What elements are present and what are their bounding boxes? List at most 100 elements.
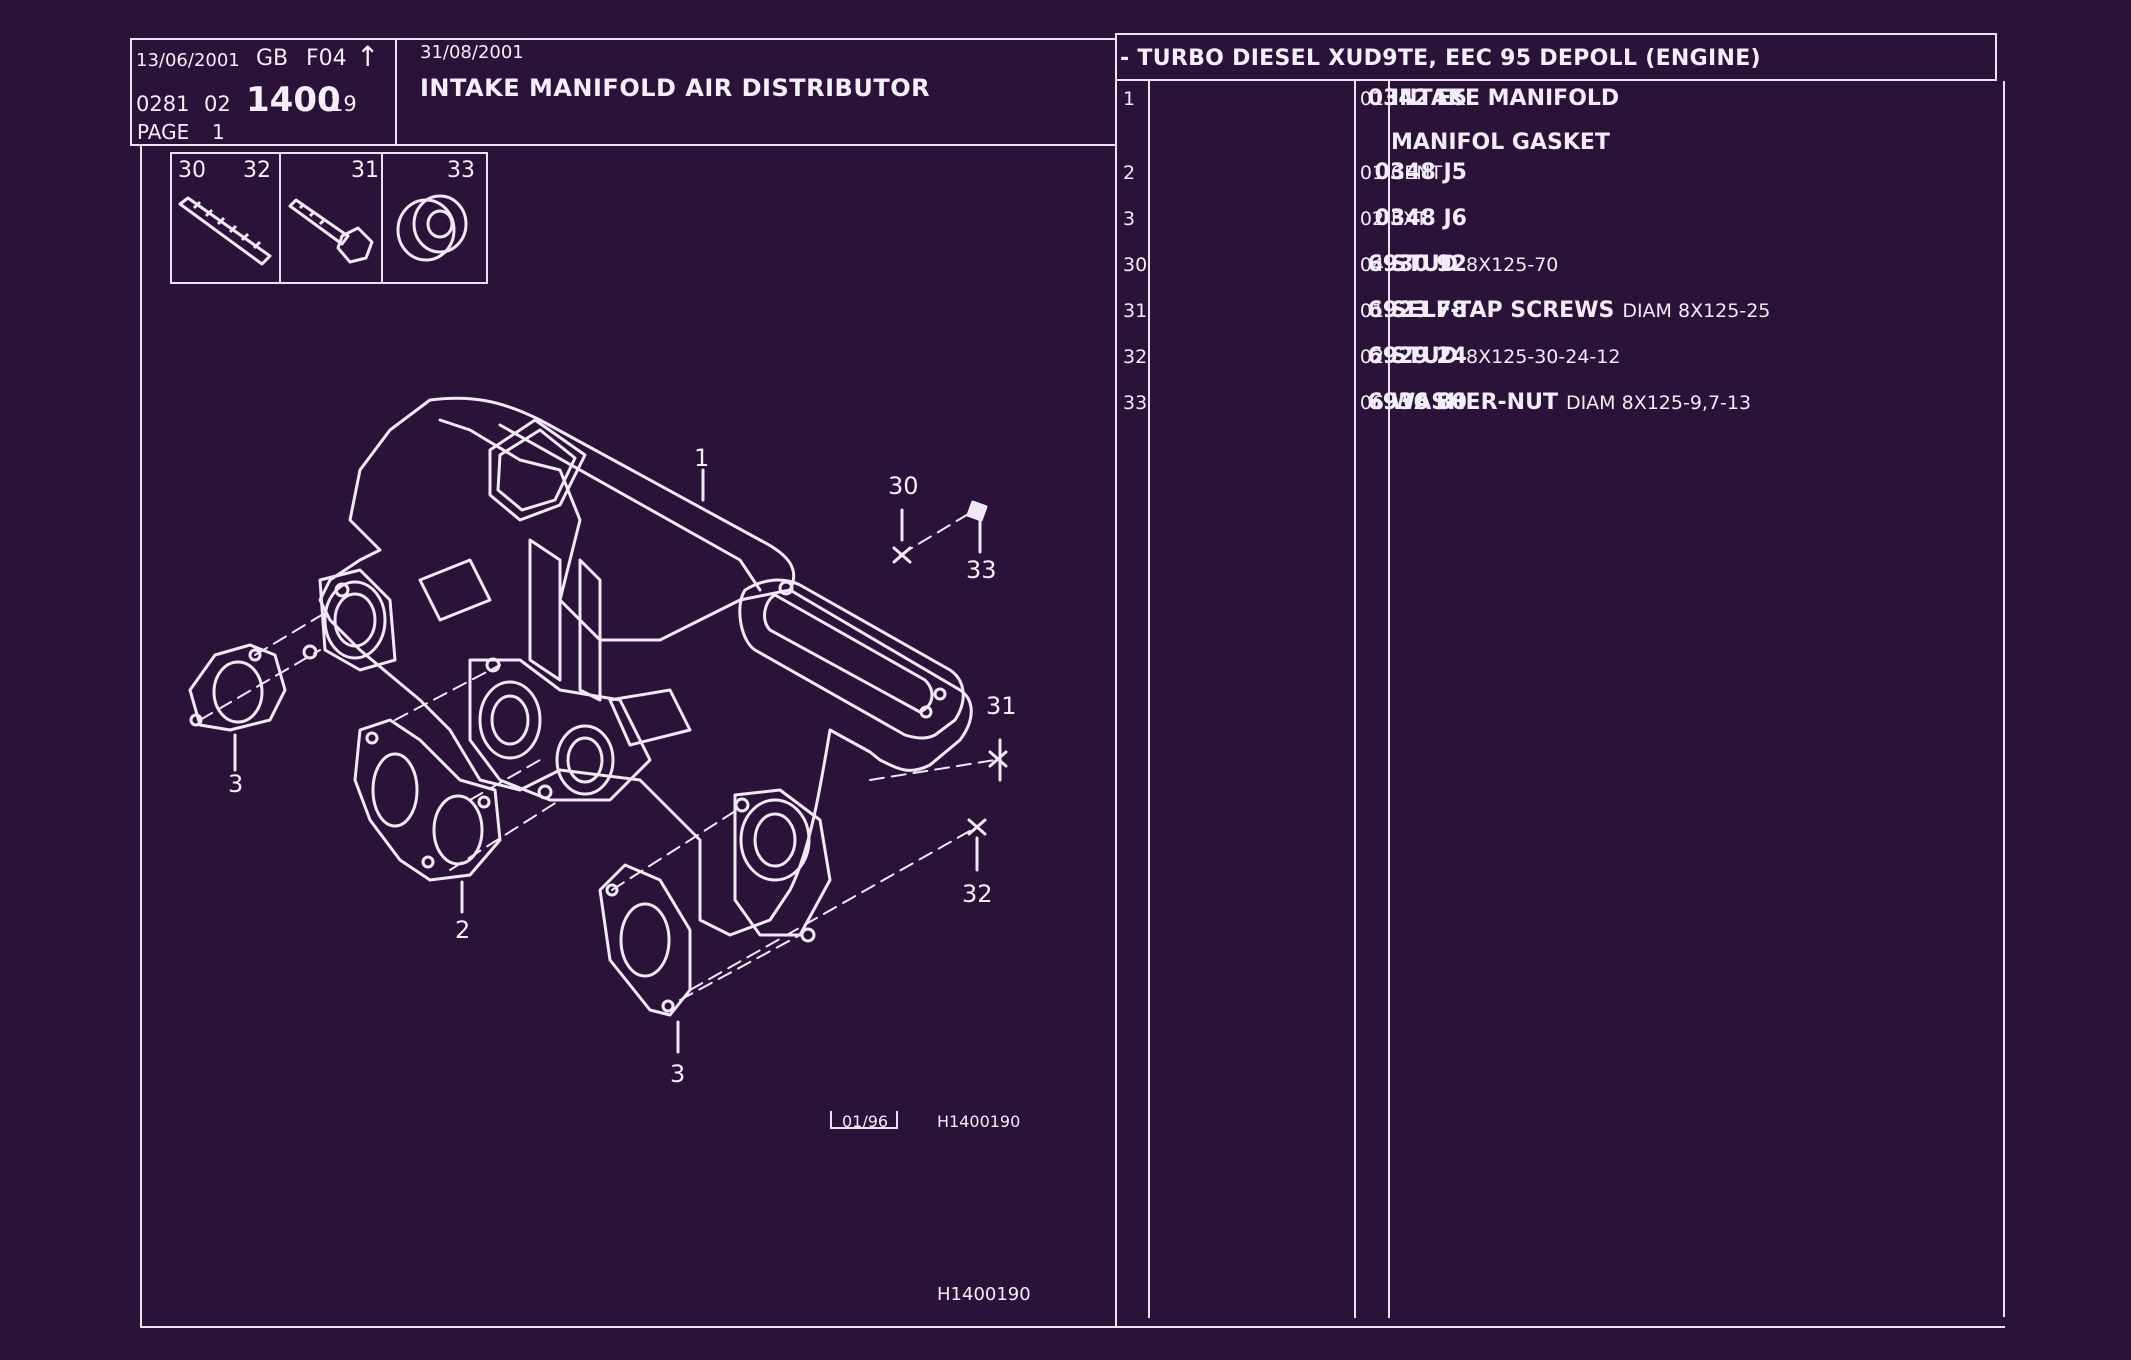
part-description: WASHER-NUT DIAM 8X125-9,7-13 [1391, 390, 1751, 415]
part-name: INTAKE MANIFOLD [1391, 86, 1620, 111]
list-item: 1 0342 E5 01 INTAKE MANIFOLD [1115, 86, 1995, 132]
callout-1: 1 [694, 444, 710, 472]
panel-divider [1115, 33, 1117, 1326]
throttle-flange [738, 578, 965, 740]
part-quantity: 01 [1359, 300, 1385, 322]
frame-bottom [140, 1326, 2005, 1328]
callout-33: 33 [966, 556, 997, 584]
drawing-ref: H1400190 [937, 1112, 1021, 1131]
part-quantity: 01 [1359, 162, 1385, 184]
gasket-center [353, 718, 502, 882]
list-item: 32 6929 24 02 STUD 8X125-30-24-12 [1115, 344, 1995, 390]
part-description: STUD 8X125-70 [1391, 252, 1558, 277]
thumb-label-30: 30 [178, 158, 206, 183]
part-number: 1 [1123, 88, 1136, 110]
callout-3-upper: 3 [228, 770, 244, 798]
header-bottom [130, 144, 1115, 146]
top-cover [488, 418, 587, 522]
part-reference: 6936 80 [1367, 390, 1467, 415]
part-name: MANIFOL GASKET [1391, 130, 1610, 155]
callout-30: 30 [888, 472, 919, 500]
page-label: PAGE [137, 120, 190, 144]
gasket-left [188, 643, 287, 732]
part-number: 2 [1123, 162, 1136, 184]
part-spec: CENT [1391, 162, 1443, 184]
arrow-up-icon: ↑ [356, 40, 380, 73]
ref-a: 0281 [136, 92, 190, 116]
part-name: WASHER-NUT [1391, 390, 1558, 415]
part-reference: 0342 E5 [1367, 86, 1467, 111]
part-description: MANIFOL GASKET [1391, 130, 1610, 155]
frame-right-lower [2003, 81, 2005, 1317]
list-item: 30 6930 92 04 STUD 8X125-70 [1115, 252, 1995, 298]
col-ref-divider [1354, 81, 1356, 1318]
part-description: SELF-TAP SCREWS DIAM 8X125-25 [1391, 298, 1770, 323]
manifold-drawing [188, 396, 1008, 1054]
callout-32: 32 [962, 880, 993, 908]
update-date: 31/08/2001 [420, 42, 524, 63]
right-header-bottom [1115, 79, 1995, 81]
part-spec: DIAM 8X125-25 [1622, 300, 1771, 322]
thumb-label-33: 33 [447, 158, 475, 183]
thumb-label-32: 32 [243, 158, 271, 183]
part-spec: 8X125-70 [1465, 254, 1559, 276]
list-item: 33 6936 80 06 WASHER-NUT DIAM 8X125-9,7-1… [1115, 390, 1995, 436]
catalogue-code: F04 [306, 46, 347, 71]
drawing-date: 01/96 [842, 1112, 889, 1131]
header-divider-1 [395, 38, 397, 146]
frame-top-left [130, 38, 1115, 40]
frame-top-right [1115, 33, 1995, 35]
language-code: GB [256, 46, 289, 71]
footer-ref: H1400190 [937, 1284, 1031, 1305]
part-reference: 6930 92 [1367, 252, 1467, 277]
ref-b: 02 [204, 92, 231, 116]
ref-c: 19 [330, 92, 357, 116]
group-number: 1400 [246, 80, 341, 120]
part-description: STUD 8X125-30-24-12 [1391, 344, 1620, 369]
part-description: INTAKE MANIFOLD [1391, 86, 1619, 111]
part-spec: 8X125-30-24-12 [1465, 346, 1621, 368]
part-quantity: 06 [1359, 392, 1385, 414]
date-box-frame [830, 1111, 898, 1129]
stud-icon [178, 196, 272, 266]
part-spec: EXT [1391, 208, 1428, 230]
page-number: 1 [212, 120, 225, 144]
callout-31: 31 [986, 692, 1017, 720]
part-reference: 0348 J6 [1374, 206, 1467, 231]
frame-left-lower [140, 146, 142, 1326]
part-reference: 6929 24 [1367, 344, 1467, 369]
gasket-bottom [598, 863, 692, 1017]
manifold-body [318, 396, 973, 937]
part-number: 3 [1123, 208, 1136, 230]
part-name: STUD [1391, 344, 1458, 369]
part-name: SELF-TAP SCREWS [1391, 298, 1615, 323]
frame-left [130, 38, 132, 146]
part-number: 31 [1123, 300, 1148, 322]
col-qty-divider [1388, 81, 1390, 1318]
application-title: - TURBO DIESEL XUD9TE, EEC 95 DEPOLL (EN… [1120, 46, 1761, 71]
part-spec: DIAM 8X125-9,7-13 [1565, 392, 1752, 414]
part-name: STUD [1391, 252, 1458, 277]
part-reference: 0348 J5 [1374, 160, 1467, 185]
screw-icon [288, 198, 374, 264]
frame-right [1995, 33, 1997, 81]
part-quantity: 02 [1359, 346, 1385, 368]
part-reference: 6923 78 [1367, 298, 1467, 323]
callout-3-lower: 3 [670, 1060, 686, 1088]
thumb-label-31: 31 [351, 158, 379, 183]
part-number: 32 [1123, 346, 1148, 368]
part-number: 30 [1123, 254, 1148, 276]
washer-nut-icon [396, 194, 468, 262]
list-item: 31 6923 78 01 SELF-TAP SCREWS DIAM 8X125-… [1115, 298, 1995, 344]
callout-2: 2 [455, 916, 471, 944]
issue-date: 13/06/2001 [136, 50, 240, 71]
list-item: 2 0348 J5 01 CENT [1115, 160, 1995, 206]
part-number: 33 [1123, 392, 1148, 414]
col-num-divider [1148, 81, 1150, 1318]
list-item: MANIFOL GASKET [1115, 130, 1995, 176]
part-quantity: 04 [1359, 254, 1385, 276]
part-quantity: 01 [1359, 88, 1385, 110]
list-item: 3 0348 J6 02 EXT [1115, 206, 1995, 252]
part-quantity: 02 [1359, 208, 1385, 230]
page-title: INTAKE MANIFOLD AIR DISTRIBUTOR [420, 74, 931, 102]
